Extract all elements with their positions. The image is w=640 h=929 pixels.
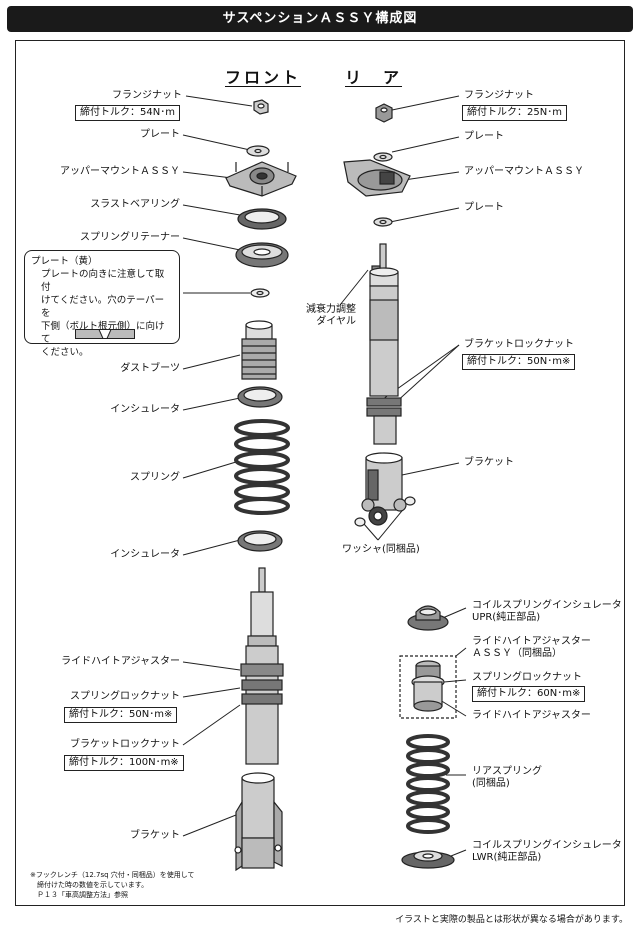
rear-ride-height-adjuster-assy-label: ライドハイトアジャスター ＡＳＳＹ（同梱品）	[472, 636, 591, 659]
front-bracket-label: ブラケット	[130, 830, 180, 841]
footnote: ※フックレンチ（12.7sq 穴付・同梱品）を使用して 締付けた時の数値を示して…	[30, 871, 195, 899]
rear-coil-insulator-upr-label: コイルスプリングインシュレータ UPR(純正部品)	[472, 600, 622, 623]
front-upper-mount-label: アッパーマウントＡＳＳＹ	[60, 166, 180, 177]
front-spring-lock-nut-torque: 締付トルク：50N･m※	[64, 707, 178, 723]
front-bracket-lock-nut-label: ブラケットロックナット	[70, 739, 180, 750]
front-insulator-top-label: インシュレータ	[110, 404, 180, 415]
front-plate-label: プレート	[140, 129, 180, 140]
plate-cross-section-icon	[75, 329, 135, 339]
rear-damping-dial-label: 減衰力調整 ダイヤル	[306, 304, 356, 327]
front-bracket-lock-nut-torque: 締付トルク：100N･m※	[64, 755, 184, 771]
front-ride-height-adjuster-label: ライドハイトアジャスター	[61, 656, 180, 667]
rear-heading: リ ア	[345, 68, 403, 87]
front-dust-boot-label: ダストブーツ	[120, 363, 180, 374]
plate-note-title: プレート（黄）	[31, 256, 98, 267]
rear-spring-label: リアスプリング (同梱品)	[472, 766, 542, 789]
rear-bracket-label: ブラケット	[464, 457, 514, 468]
plate-note-body: プレートの向きに注意して取付 けてください。穴のテーパーを 下側（ボルト根元側）…	[41, 269, 165, 358]
front-insulator-bottom-label: インシュレータ	[110, 549, 180, 560]
rear-bracket-lock-nut-torque: 締付トルク：50N･m※	[462, 354, 576, 370]
front-spring-retainer-label: スプリングリテーナー	[80, 232, 180, 243]
rear-upper-mount-label: アッパーマウントＡＳＳＹ	[464, 166, 584, 177]
rear-bracket-lock-nut-label: ブラケットロックナット	[464, 339, 574, 350]
rear-flange-nut-label: フランジナット	[464, 90, 534, 101]
page-title: サスペンションＡＳＳＹ構成図	[7, 6, 633, 32]
rear-washer-label: ワッシャ(同梱品)	[342, 544, 420, 555]
rear-plate-bottom-label: プレート	[464, 202, 504, 213]
rear-spring-lock-nut-label: スプリングロックナット	[472, 672, 582, 683]
rear-spring-lock-nut-torque: 締付トルク：60N･m※	[472, 686, 586, 702]
rear-plate-top-label: プレート	[464, 131, 504, 142]
front-flange-nut-label: フランジナット	[112, 90, 182, 101]
disclaimer: イラストと実際の製品とは形状が異なる場合があります。	[395, 915, 628, 925]
rear-flange-nut-torque: 締付トルク：25N･m	[462, 105, 567, 121]
rear-coil-insulator-lwr-label: コイルスプリングインシュレータ LWR(純正部品)	[472, 840, 622, 863]
front-flange-nut-torque: 締付トルク：54N･m	[75, 105, 180, 121]
front-heading: フロント	[225, 68, 302, 87]
diagram-frame	[15, 40, 625, 906]
plate-orientation-note: プレート（黄） プレートの向きに注意して取付 けてください。穴のテーパーを 下側…	[24, 250, 180, 358]
front-spring-lock-nut-label: スプリングロックナット	[70, 691, 180, 702]
rear-ride-height-adjuster-label: ライドハイトアジャスター	[472, 710, 591, 721]
front-thrust-bearing-label: スラストベアリング	[90, 199, 180, 210]
front-spring-label: スプリング	[130, 472, 180, 483]
